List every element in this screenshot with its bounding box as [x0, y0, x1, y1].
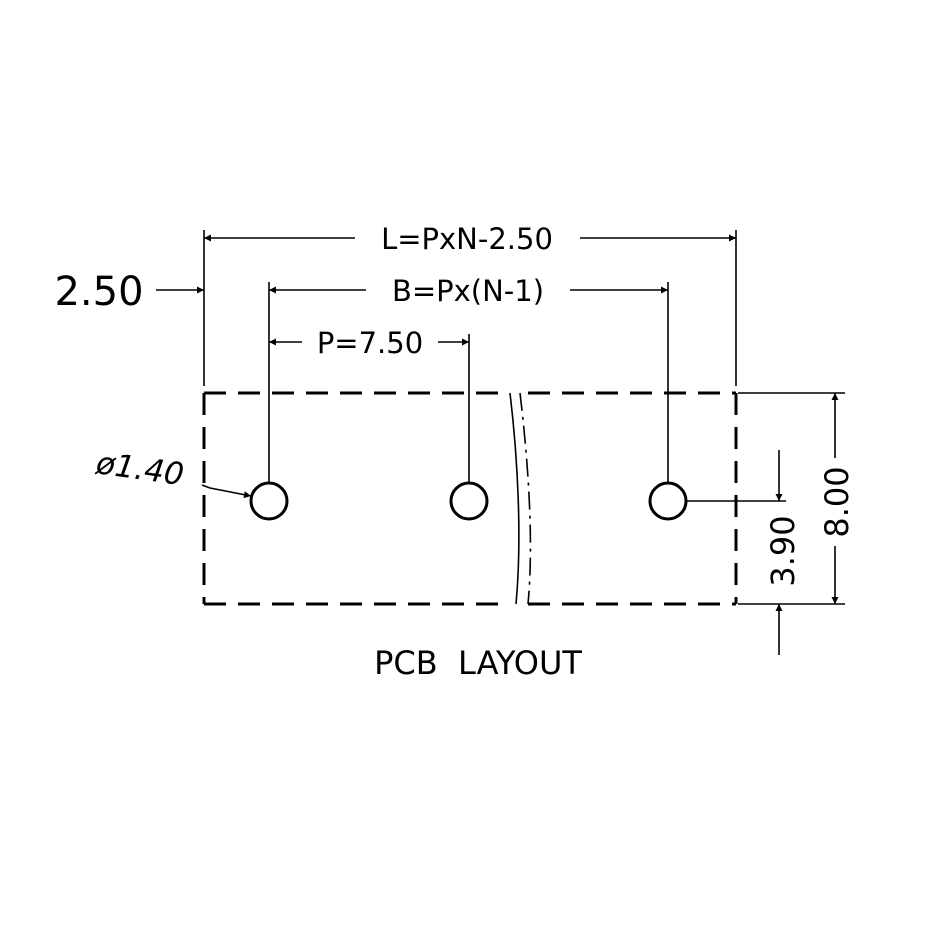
dimension-lines: [156, 234, 839, 655]
offset-label: 2.50: [54, 269, 143, 315]
drawing-title: PCB LAYOUT: [374, 644, 582, 682]
hole-3: [648, 481, 688, 521]
extension-lines: [203, 230, 845, 605]
hole-2: [449, 481, 489, 521]
hole-1: [249, 481, 289, 521]
span-label: B=Px(N-1): [392, 274, 544, 308]
break-symbol: [509, 392, 532, 605]
hole-diameter-leader: [201, 484, 252, 499]
overall-length-label: L=PxN-2.50: [381, 222, 553, 256]
pcb-holes: [249, 481, 688, 521]
pitch-label: P=7.50: [317, 326, 423, 360]
hole-diameter-label: ø1.40: [93, 445, 186, 493]
hole-row-label: 3.90: [764, 515, 802, 586]
footprint-outline: [202, 391, 738, 606]
height-label: 8.00: [818, 466, 856, 537]
